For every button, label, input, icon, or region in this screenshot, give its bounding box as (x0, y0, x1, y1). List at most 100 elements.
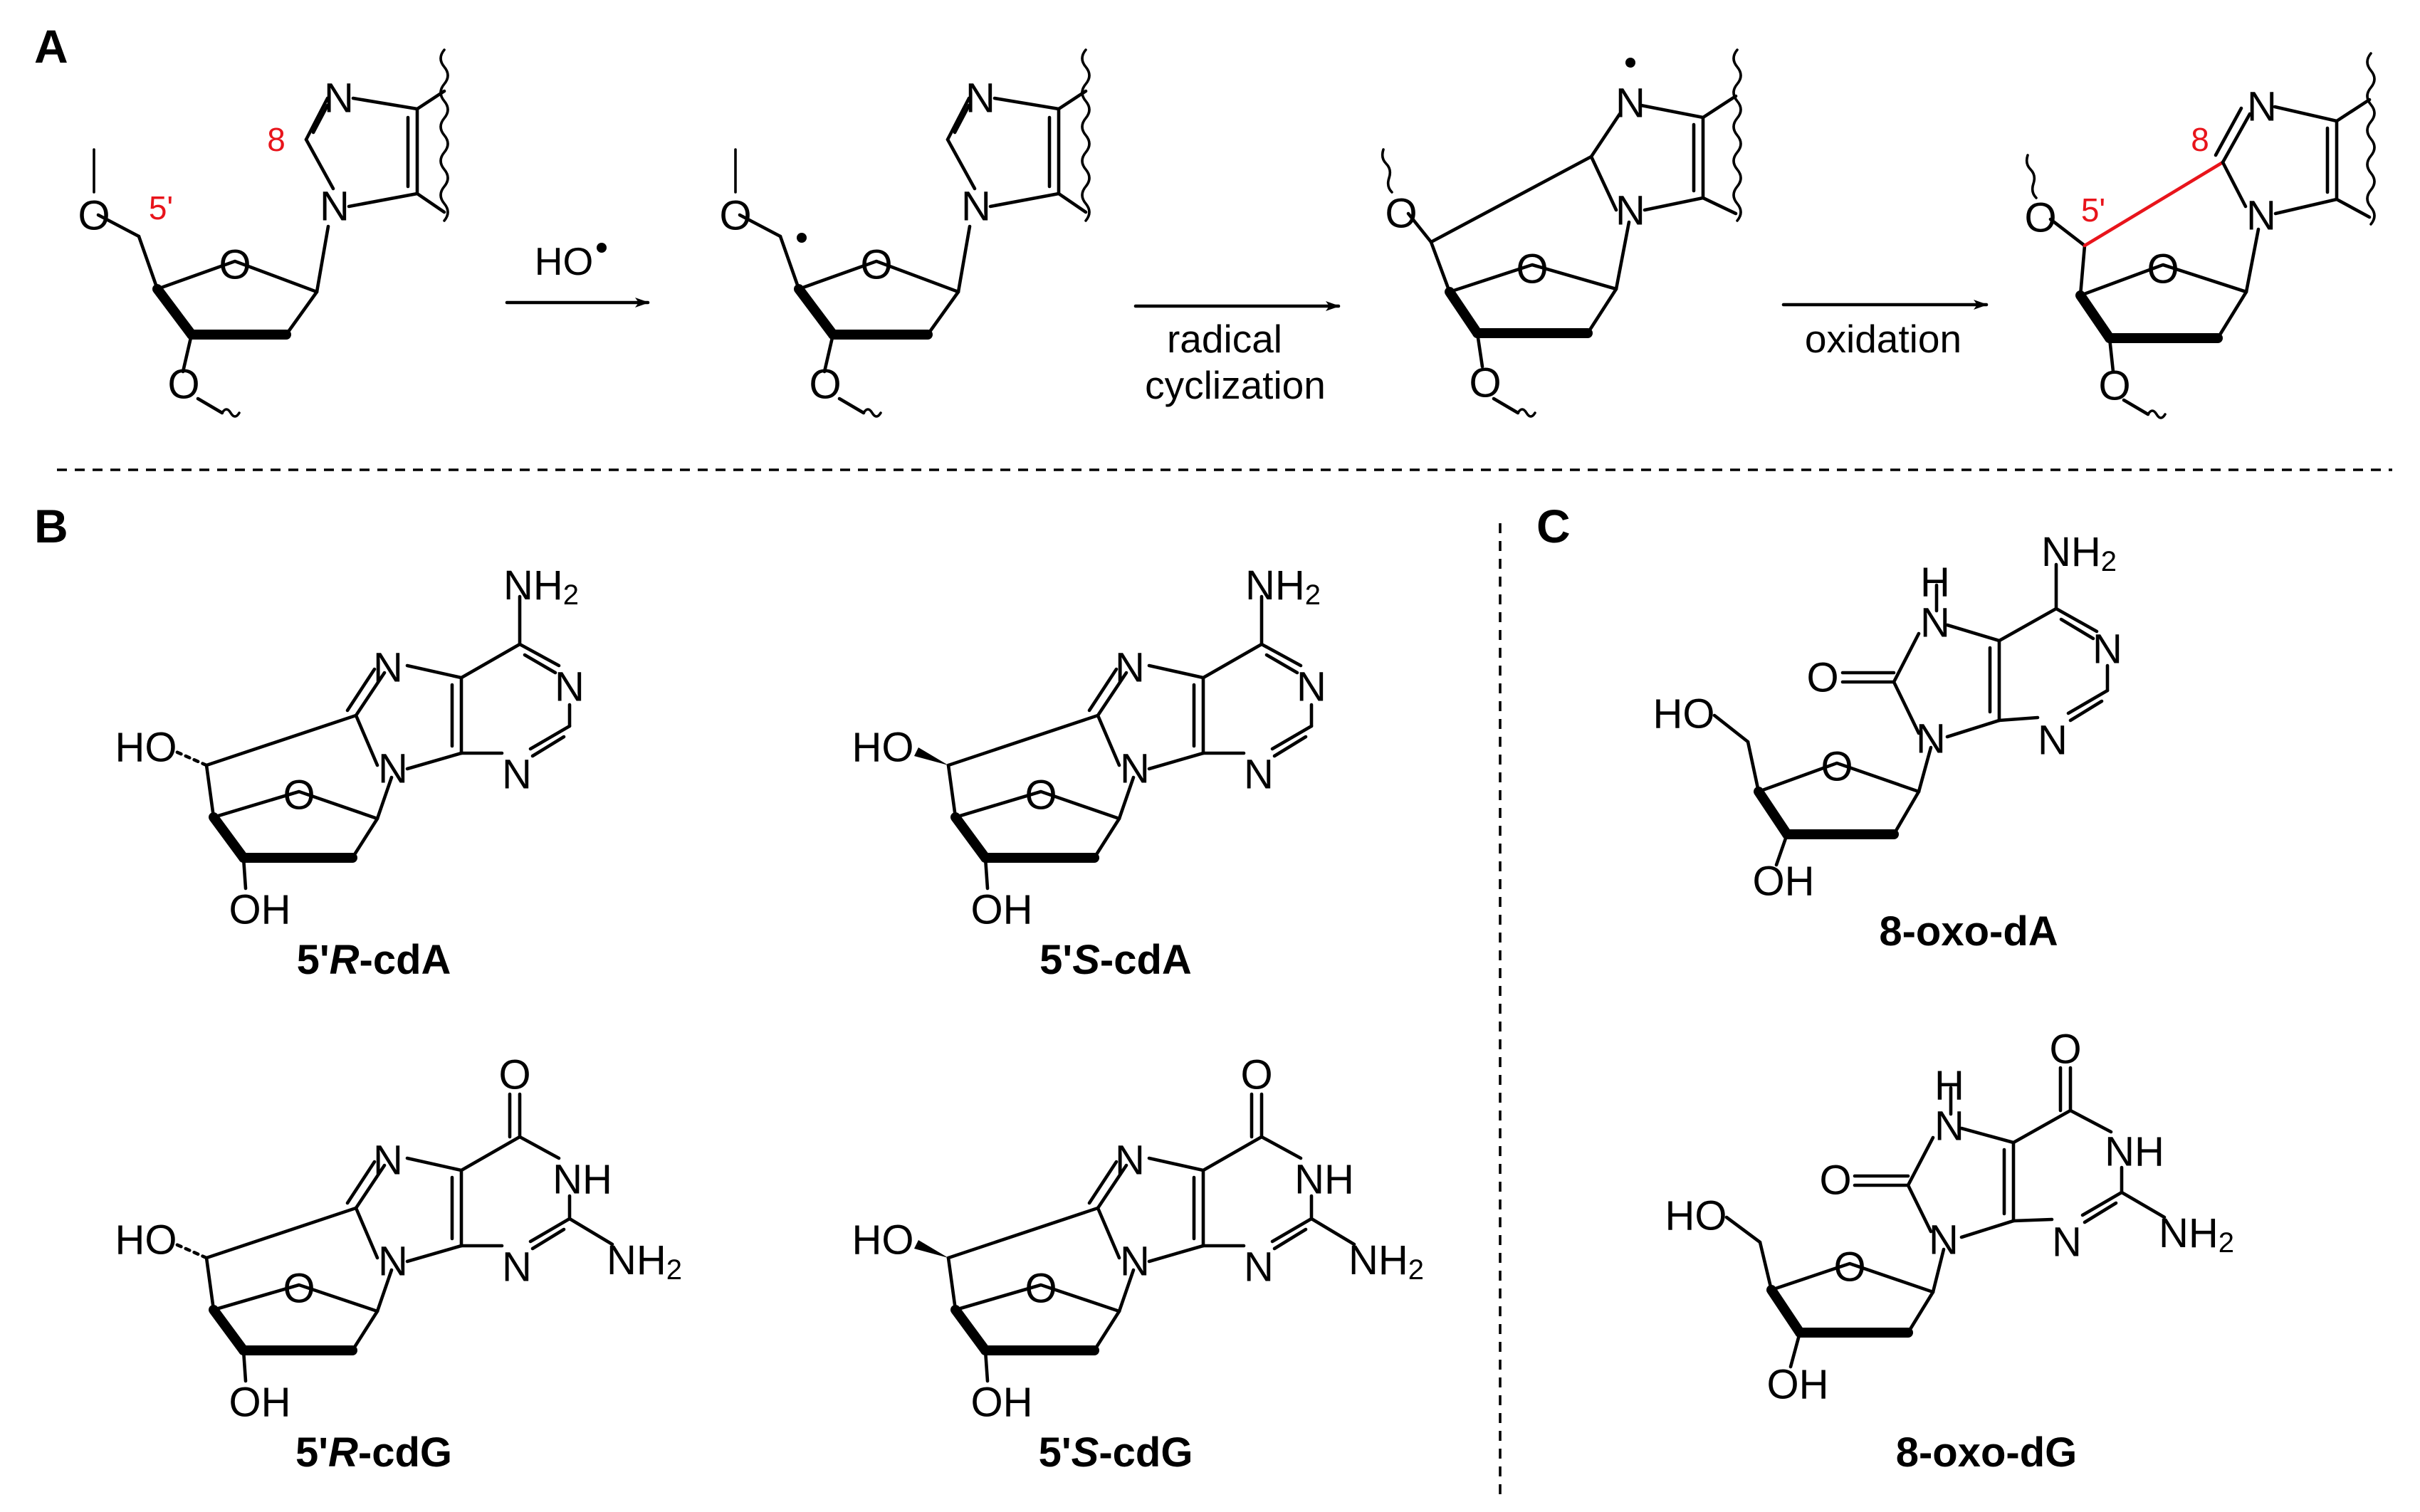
n1-atom: NH (552, 1157, 612, 1203)
ring-oxygen: O (219, 242, 251, 288)
hydroxyl-5: HO (1653, 691, 1715, 737)
locant-c8: 8 (2191, 121, 2209, 158)
scheme-structure-2: O O O N N (719, 48, 1091, 418)
condition-radical: radical (1167, 317, 1282, 361)
scheme-structure-3: O O O N N (1381, 48, 1742, 418)
label-5s-cda: 5'S-cdA (1039, 937, 1192, 983)
ring-oxygen: O (1025, 772, 1057, 819)
ring-oxygen: O (1821, 744, 1853, 790)
label-8-oxo-dg: 8-oxo-dG (1896, 1429, 2078, 1476)
ring-oxygen: O (860, 242, 892, 288)
condition-oxidation: oxidation (1805, 317, 1961, 361)
o3-oxygen: O (2098, 363, 2130, 409)
c5-radical-dot (797, 233, 807, 243)
ring-oxygen: O (1833, 1244, 1865, 1291)
scheme-structure-1: O O O N N 8 5' (78, 48, 449, 418)
ring-oxygen: O (2147, 246, 2179, 293)
n7-radical-dot (1625, 58, 1635, 68)
hydroxyl-3: OH (1753, 859, 1815, 905)
hydroxyl-5: HO (115, 1217, 177, 1264)
n3-atom: N (1244, 1244, 1274, 1291)
amino-group: NH2 (1348, 1237, 1424, 1286)
label-8-oxo-da: 8-oxo-dA (1879, 908, 2058, 955)
o5-oxygen: O (78, 193, 110, 239)
n7-hydrogen: H (1920, 560, 1950, 606)
hydroxyl-5: HO (1665, 1193, 1727, 1239)
n3-atom: N (1244, 752, 1274, 798)
ring-oxygen: O (283, 772, 315, 819)
panel-label-b: B (34, 500, 68, 552)
hydroxyl-3: OH (229, 887, 291, 933)
n9-atom: N (320, 184, 350, 230)
carbonyl-oxygen: O (1240, 1052, 1272, 1098)
panel-label-c: C (1536, 500, 1571, 552)
hydroxyl-3: OH (971, 887, 1033, 933)
n7-atom: N (1934, 1103, 1964, 1150)
o3-oxygen: O (1469, 360, 1501, 406)
structure-5s-cdg: O O N N NH N NH2 HO OH 5'S-cdG (852, 1052, 1425, 1476)
n7-hydrogen: H (1934, 1063, 1964, 1109)
structure-8-oxo-da: O O N H N N N NH2 HO OH 8-oxo-dA (1653, 529, 2122, 955)
o3-oxygen: O (167, 362, 199, 408)
carbonyl-oxygen: O (498, 1052, 530, 1098)
n7-atom: N (324, 75, 354, 122)
hydroxyl-3: OH (229, 1380, 291, 1426)
n1-atom: N (555, 664, 585, 710)
scheme-structure-4: O O O N N 8 5' (2024, 52, 2376, 419)
amino-group: NH2 (2159, 1210, 2234, 1259)
o5-oxygen: O (719, 193, 751, 239)
structure-8-oxo-dg: O O O N H N NH N NH2 HO OH 8-oxo-dG (1665, 1027, 2235, 1476)
o5-oxygen: O (1385, 191, 1417, 237)
amino-group: NH2 (1245, 562, 1321, 611)
o3-oxygen: O (809, 362, 841, 408)
label-5r-cda: 5'R-cdA (297, 937, 451, 983)
locant-c8: 8 (267, 121, 286, 158)
n9-atom: N (1120, 746, 1150, 792)
n1-atom: N (1297, 664, 1326, 710)
amino-group: NH2 (2041, 529, 2117, 578)
n9-atom: N (961, 184, 991, 230)
n9-atom: N (2246, 193, 2276, 239)
n3-atom: N (502, 1244, 532, 1291)
n3-atom: N (502, 752, 532, 798)
n9-atom: N (1929, 1217, 1959, 1264)
structure-5r-cdg: O O N N NH N NH2 HO OH 5'R-cdG (115, 1052, 683, 1476)
structure-5r-cda: O N N N N NH2 HO OH 5'R-cdA (115, 562, 585, 984)
amino-group: NH2 (503, 562, 579, 611)
n9-atom: N (1916, 716, 1946, 762)
n3-atom: N (2038, 718, 2068, 764)
n7-atom: N (1920, 600, 1950, 646)
o5-oxygen: O (2024, 195, 2056, 241)
locant-c5: 5' (149, 189, 173, 226)
n7-atom: N (2247, 84, 2277, 130)
panel-label-a: A (34, 20, 68, 73)
hydroxyl-5: HO (115, 725, 177, 771)
reagent-hydroxyl: HO (535, 239, 594, 283)
n9-atom: N (378, 1239, 408, 1285)
condition-cyclization: cyclization (1145, 363, 1326, 407)
n7-atom: N (1115, 1138, 1145, 1184)
hydroxyl-5: HO (852, 1217, 914, 1264)
c6-carbonyl-oxygen: O (2049, 1027, 2081, 1073)
ring-oxygen: O (1516, 246, 1548, 293)
carbonyl-oxygen: O (1806, 655, 1838, 701)
c8-carbonyl-oxygen: O (1819, 1157, 1851, 1204)
label-5r-cdg: 5'R-cdG (295, 1429, 452, 1476)
n7-atom: N (1615, 80, 1645, 127)
hydroxyl-3: OH (971, 1380, 1033, 1426)
ring-oxygen: O (283, 1266, 315, 1312)
n7-atom: N (1115, 645, 1145, 691)
n9-atom: N (378, 746, 408, 792)
hydroxyl-3: OH (1767, 1362, 1829, 1408)
n1-atom: N (2092, 626, 2122, 673)
n9-atom: N (1615, 188, 1645, 234)
amino-group: NH2 (607, 1237, 682, 1286)
label-5s-cdg: 5'S-cdG (1039, 1429, 1193, 1476)
structure-5s-cda: O N N N N NH2 HO OH 5'S-cdA (852, 562, 1326, 984)
n7-atom: N (373, 645, 403, 691)
radical-dot (597, 243, 607, 253)
n1-atom: NH (2105, 1129, 2164, 1175)
n1-atom: NH (1294, 1157, 1354, 1203)
hydroxyl-5: HO (852, 725, 914, 771)
